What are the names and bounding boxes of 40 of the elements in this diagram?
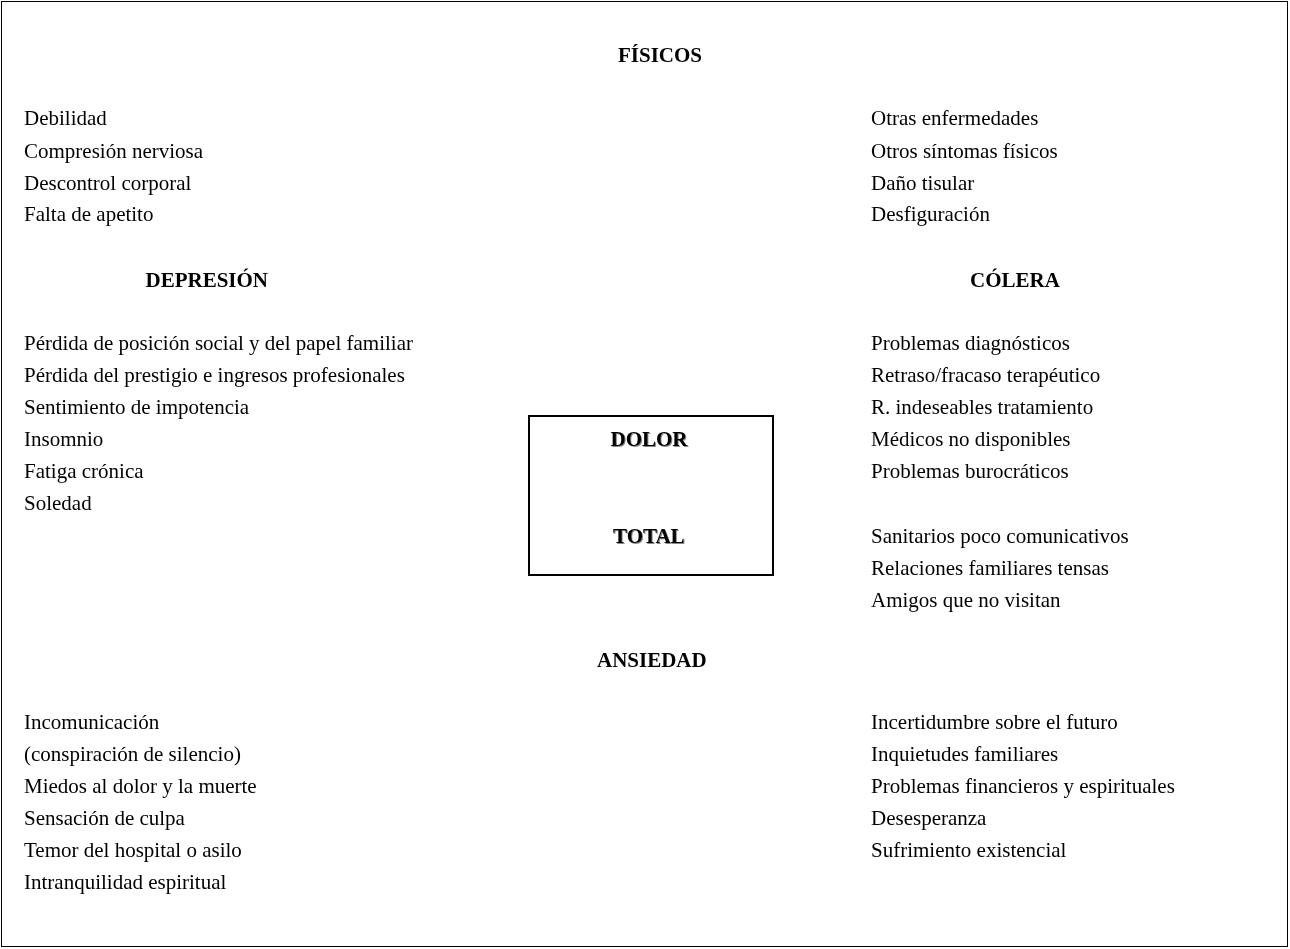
list-item: Temor del hospital o asilo [24,838,242,862]
list-item: Amigos que no visitan [871,588,1061,612]
list-item: Pérdida de posición social y del papel familiar [24,331,413,355]
section-heading: FÍSICOS [618,43,703,67]
list-item: Otras enfermedades [871,106,1039,130]
title-box [528,415,774,576]
list-item: Retraso/fracaso terapéutico [871,363,1101,387]
list-item: Falta de apetito [24,202,154,226]
list-item: Pérdida del prestigio e ingresos profesionales [24,363,405,387]
list-item: Intranquilidad espiritual [24,870,227,894]
list-item: Miedos al dolor y la muerte [24,774,257,798]
list-item: Descontrol corporal [24,171,192,195]
list-item: Inquietudes familiares [871,742,1059,766]
box-heading: DOLOR [610,427,688,451]
list-item: Fatiga crónica [24,459,144,483]
list-item: Compresión nerviosa [24,139,204,163]
list-item: Sentimiento de impotencia [24,395,250,419]
list-item: R. indeseables tratamiento [871,395,1094,419]
list-item: Sufrimiento existencial [871,838,1067,862]
box-heading: TOTAL [613,524,685,548]
list-item: Desesperanza [871,806,987,830]
list-item: Relaciones familiares tensas [871,556,1109,580]
list-item: Incomunicación [24,710,160,734]
section-heading: CÓLERA [970,268,1060,292]
section-heading: DEPRESIÓN [145,268,269,292]
list-item: Debilidad [24,106,107,130]
list-item: Problemas diagnósticos [871,331,1070,355]
list-item: Problemas burocráticos [871,459,1069,483]
list-item: Insomnio [24,427,104,451]
list-item: (conspiración de silencio) [24,742,241,766]
list-item: Médicos no disponibles [871,427,1071,451]
section-heading: ANSIEDAD [597,648,707,672]
list-item: Otros síntomas físicos [871,139,1058,163]
list-item: Daño tisular [871,171,975,195]
list-item: Sanitarios poco comunicativos [871,524,1129,548]
list-item: Desfiguración [871,202,990,226]
list-item: Soledad [24,491,92,515]
list-item: Incertidumbre sobre el futuro [871,710,1118,734]
list-item: Sensación de culpa [24,806,185,830]
list-item: Problemas financieros y espirituales [871,774,1175,798]
